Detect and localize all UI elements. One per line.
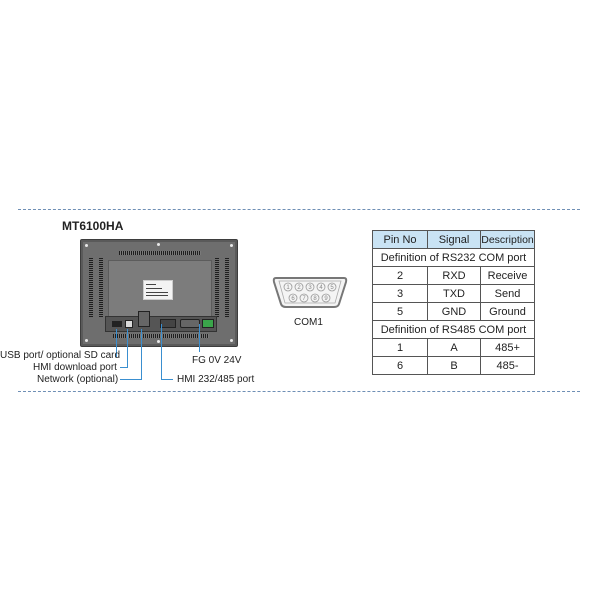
connector-name: COM1	[294, 317, 323, 328]
serial-port-label: HMI 232/485 port	[177, 374, 255, 385]
signal: TXD	[427, 284, 481, 303]
header-signal: Signal	[427, 230, 481, 249]
pin-9: 9	[324, 296, 328, 302]
signal: B	[427, 356, 481, 375]
download-port	[125, 320, 133, 328]
signal: A	[427, 338, 481, 357]
download-port-label: HMI download port	[33, 362, 117, 373]
pin-no: 2	[372, 266, 428, 285]
description: Send	[480, 284, 535, 303]
usb-port-label: USB port/ optional SD card	[0, 350, 121, 361]
pin-2: 2	[297, 285, 301, 291]
section-row: Definition of RS485 COM port	[372, 320, 535, 339]
table-row: 3 TXD Send	[372, 284, 535, 303]
leader-serial-h	[161, 379, 173, 380]
leader-usb	[116, 329, 117, 357]
vent-right-outer	[225, 258, 229, 318]
leader-download	[127, 329, 128, 367]
screw	[230, 244, 233, 247]
pin-no: 5	[372, 302, 428, 321]
power-label: FG 0V 24V	[192, 355, 242, 366]
pin-7: 7	[302, 296, 306, 302]
serial-port	[160, 319, 176, 328]
pin-4: 4	[319, 285, 323, 291]
pin-5: 5	[330, 285, 334, 291]
bottom-divider	[18, 391, 580, 392]
network-label: Network (optional)	[37, 374, 119, 385]
section-row: Definition of RS232 COM port	[372, 248, 535, 267]
leader-network-h	[120, 379, 142, 380]
vent-left-outer	[89, 258, 93, 318]
vent-left-inner	[99, 258, 103, 318]
signal: RXD	[427, 266, 481, 285]
screw	[85, 244, 88, 247]
table-row: 2 RXD Receive	[372, 266, 535, 285]
power-terminal	[202, 319, 214, 328]
pin-8: 8	[313, 296, 317, 302]
usb-port	[112, 321, 122, 327]
product-sticker	[143, 280, 173, 300]
hmi-rear-view	[80, 239, 238, 347]
pin-no: 6	[372, 356, 428, 375]
header-pin-no: Pin No	[372, 230, 428, 249]
top-divider	[18, 209, 580, 210]
signal: GND	[427, 302, 481, 321]
com-port-2	[180, 319, 200, 328]
table-row: 6 B 485-	[372, 356, 535, 375]
description: 485-	[480, 356, 535, 375]
section-title-rs485: Definition of RS485 COM port	[372, 320, 535, 339]
network-port	[138, 311, 150, 327]
section-title-rs232: Definition of RS232 COM port	[372, 248, 535, 267]
screw	[85, 339, 88, 342]
screw	[230, 339, 233, 342]
pin-6: 6	[291, 296, 295, 302]
screw	[157, 340, 160, 343]
table-header-row: Pin No Signal Description	[372, 230, 535, 249]
description: 485+	[480, 338, 535, 357]
leader-power	[199, 324, 200, 352]
vent-top	[119, 251, 201, 255]
leader-network	[141, 329, 142, 379]
db9-connector-icon: 1 2 3 4 5 6 7 8 9	[272, 277, 348, 308]
screw	[157, 243, 160, 246]
table-row: 5 GND Ground	[372, 302, 535, 321]
vent-right-inner	[215, 258, 219, 318]
leader-serial	[161, 324, 162, 379]
pin-no: 1	[372, 338, 428, 357]
description: Receive	[480, 266, 535, 285]
table-row: 1 A 485+	[372, 338, 535, 357]
model-title: MT6100HA	[62, 219, 124, 233]
leader-download-h	[120, 367, 128, 368]
pin-definition-table: Pin No Signal Description Definition of …	[372, 230, 535, 375]
header-description: Description	[480, 230, 535, 249]
pin-no: 3	[372, 284, 428, 303]
pin-1: 1	[286, 285, 290, 291]
pin-3: 3	[308, 285, 312, 291]
description: Ground	[480, 302, 535, 321]
